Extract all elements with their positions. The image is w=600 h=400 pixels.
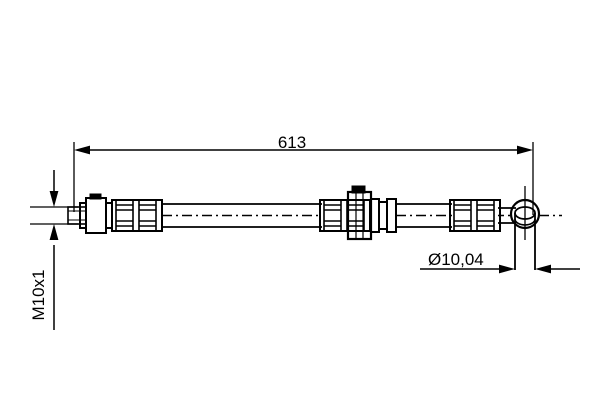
left-thread-shaft [67, 206, 87, 225]
hose-body-left-span [162, 203, 322, 228]
eye-ring-fitting [498, 186, 562, 270]
left-nut-top-tab [89, 193, 102, 200]
mid-ferrule-band-1 [323, 199, 342, 232]
length-dimension-label: 613 [278, 133, 306, 152]
left-ferrule-band-2 [138, 199, 157, 232]
thread-dimension-group: M10x1 [29, 170, 78, 330]
left-thread-fitting [67, 193, 113, 234]
union-collar-2 [378, 201, 388, 230]
hose-assembly [67, 185, 562, 270]
bore-dimension-group: Ø10,04 [420, 250, 580, 274]
length-arrow-right-icon [517, 145, 533, 155]
crimp-ferrule-right [449, 199, 501, 232]
right-ferrule-band-1 [453, 199, 472, 232]
union-collar-1 [370, 198, 380, 233]
bore-dimension-label: Ø10,04 [428, 250, 484, 269]
thread-arrow-up-icon [49, 224, 59, 240]
bore-arrow-left-icon [535, 264, 551, 274]
hose-body-right-span [396, 203, 452, 228]
left-nut-body [85, 197, 107, 234]
thread-dimension-label: M10x1 [29, 269, 48, 320]
left-ferrule-band-1 [115, 199, 134, 232]
bore-arrow-right-icon [499, 264, 515, 274]
length-dimension-group: 613 [73, 133, 534, 215]
union-collar-3 [386, 198, 397, 233]
union-top-tab [351, 185, 366, 194]
thread-arrow-down-icon [49, 191, 59, 207]
intermediate-union [346, 185, 397, 241]
crimp-ferrule-left [111, 199, 163, 232]
length-arrow-left-icon [74, 145, 90, 155]
right-ferrule-band-2 [476, 199, 495, 232]
